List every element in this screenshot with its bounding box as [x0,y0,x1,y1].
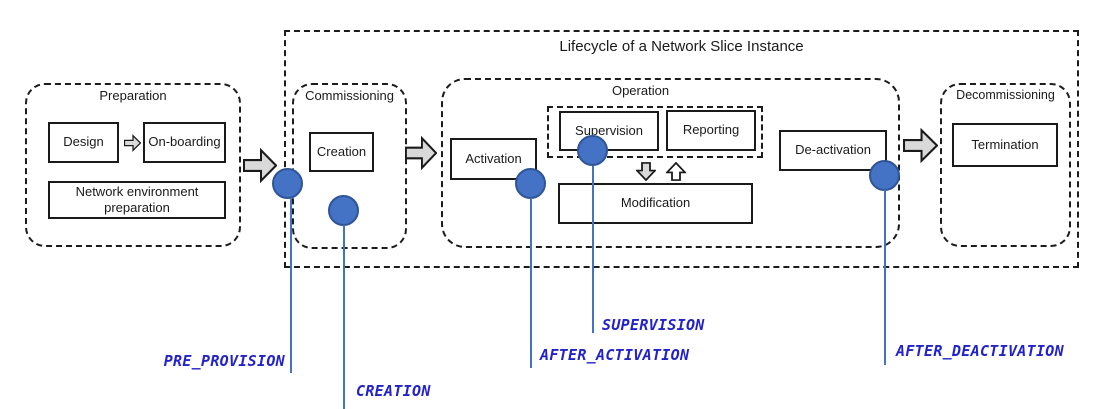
design-box: Design [48,122,119,163]
preparation-group: Preparation Design On-boarding Network e… [25,83,241,247]
diagram-title: Lifecycle of a Network Slice Instance [559,38,804,55]
marker-dot-supervision [577,135,608,166]
termination-box: Termination [952,123,1058,167]
flow-arrow-3-icon [903,127,938,164]
marker-dot-after-activation [515,168,546,199]
leader-line-after-deactivation [884,190,886,365]
flow-arrow-2-icon [405,135,437,171]
network-environment-preparation-box: Network environment preparation [48,181,226,219]
operation-group: Operation Activation Supervision Reporti… [441,78,900,248]
flow-arrow-1-icon [243,147,277,184]
deactivation-box: De-activation [779,130,887,171]
supervision-box: Supervision [559,111,659,151]
leader-line-creation [343,225,345,409]
modification-box: Modification [558,183,753,224]
supervision-reporting-frame [547,106,763,158]
decommissioning-title: Decommissioning [956,88,1055,102]
commissioning-title: Commissioning [305,88,394,103]
up-arrow-icon [666,162,686,181]
marker-dot-creation [328,195,359,226]
marker-dot-pre-provision [272,168,303,199]
marker-label-supervision: SUPERVISION [602,316,705,334]
preparation-title: Preparation [99,88,167,103]
decommissioning-group: Decommissioning Termination [940,83,1071,247]
leader-line-supervision [592,166,594,333]
activation-box: Activation [450,138,537,180]
leader-line-pre-provision [290,198,292,373]
lifecycle-outer-frame [284,30,1079,268]
marker-dot-after-deactivation [869,160,900,191]
operation-title: Operation [611,83,670,98]
reporting-box: Reporting [666,110,756,151]
marker-label-after-activation: AFTER_ACTIVATION [540,346,690,364]
down-arrow-icon [636,162,656,181]
leader-line-after-activation [530,198,532,368]
onboarding-box: On-boarding [143,122,226,163]
marker-label-pre-provision: PRE_PROVISION [163,352,285,370]
marker-label-after-deactivation: AFTER_DEACTIVATION [896,342,1064,360]
commissioning-group: Commissioning Creation [292,83,407,249]
marker-label-creation: CREATION [356,382,431,400]
creation-box: Creation [309,132,374,172]
design-to-onboarding-arrow-icon [124,134,141,152]
